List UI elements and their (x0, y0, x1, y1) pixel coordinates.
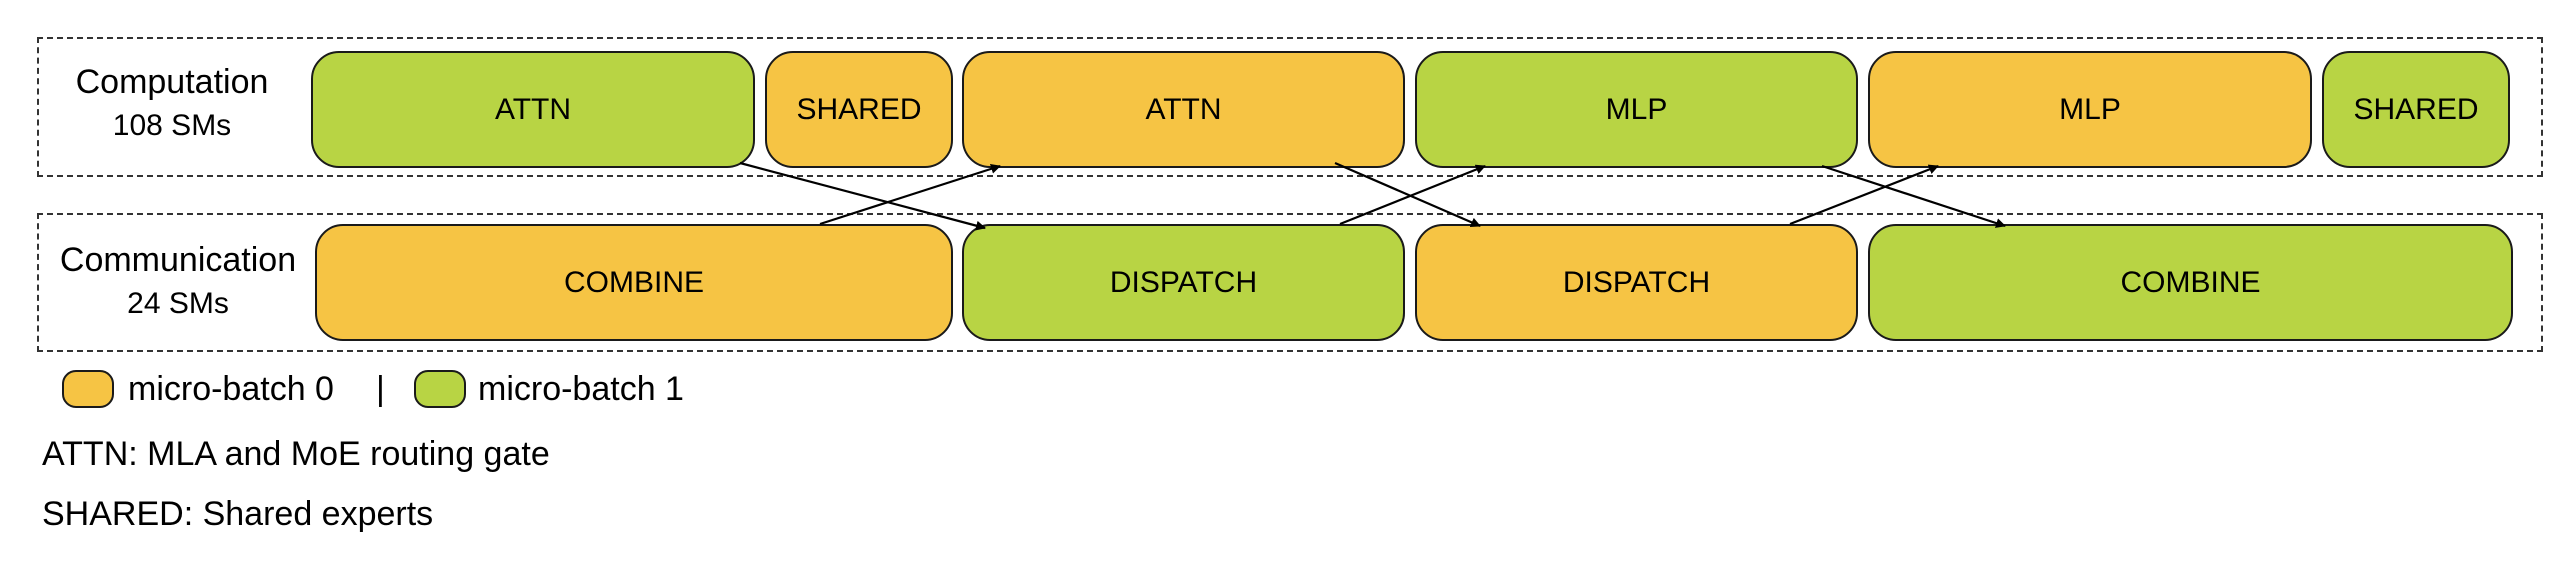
note-shared: SHARED: Shared experts (42, 495, 434, 533)
comp-block-attn-mb1: ATTN (311, 51, 755, 168)
legend-swatch-batch0 (62, 370, 114, 408)
communication-sm-count: 24 SMs (127, 287, 229, 320)
computation-lane-label: Computation 108 SMs (62, 60, 282, 148)
block-label: MLP (2059, 92, 2121, 126)
arrow-combine-to-attn (819, 164, 1001, 226)
arrow-attn-to-dispatch (739, 161, 986, 231)
communication-title: Communication (59, 241, 297, 279)
legend-label-batch1: micro-batch 1 (478, 370, 684, 408)
comp-block-mlp-mb0: MLP (1868, 51, 2312, 168)
block-label: SHARED (796, 92, 922, 126)
legend-label-batch0: micro-batch 0 (128, 370, 334, 408)
block-label: ATTN (1145, 92, 1222, 126)
block-label: COMBINE (563, 265, 704, 299)
communication-lane-label: Communication 24 SMs (48, 238, 308, 326)
block-label: SHARED (2353, 92, 2479, 126)
comm-block-combine-mb0: COMBINE (315, 224, 953, 341)
computation-sm-count: 108 SMs (112, 109, 232, 142)
comp-block-mlp-mb1: MLP (1415, 51, 1858, 168)
legend-separator: | (376, 370, 385, 408)
comm-block-dispatch-mb1: DISPATCH (962, 224, 1405, 341)
arrow-dispatch-to-mlp (1339, 164, 1486, 226)
comp-block-shared-mb1: SHARED (2322, 51, 2510, 168)
computation-lane (37, 37, 2543, 177)
legend-swatch-batch1 (414, 370, 466, 408)
comp-block-attn-mb0: ATTN (962, 51, 1405, 168)
computation-title: Computation (75, 63, 269, 101)
block-label: DISPATCH (1562, 265, 1711, 299)
comm-block-combine-mb1: COMBINE (1868, 224, 2513, 341)
arrow-dispatch-to-mlp-2 (1789, 164, 1939, 226)
comp-block-shared-mb0: SHARED (765, 51, 953, 168)
communication-lane (37, 213, 2543, 352)
note-attn: ATTN: MLA and MoE routing gate (42, 435, 550, 473)
arrow-attn-to-dispatch-2 (1334, 161, 1481, 228)
block-label: MLP (1605, 92, 1668, 126)
comm-block-dispatch-mb0: DISPATCH (1415, 224, 1858, 341)
arrow-mlp-to-combine (1821, 164, 2006, 228)
block-label: DISPATCH (1109, 265, 1258, 299)
block-label: COMBINE (2120, 265, 2261, 299)
block-label: ATTN (494, 92, 572, 126)
